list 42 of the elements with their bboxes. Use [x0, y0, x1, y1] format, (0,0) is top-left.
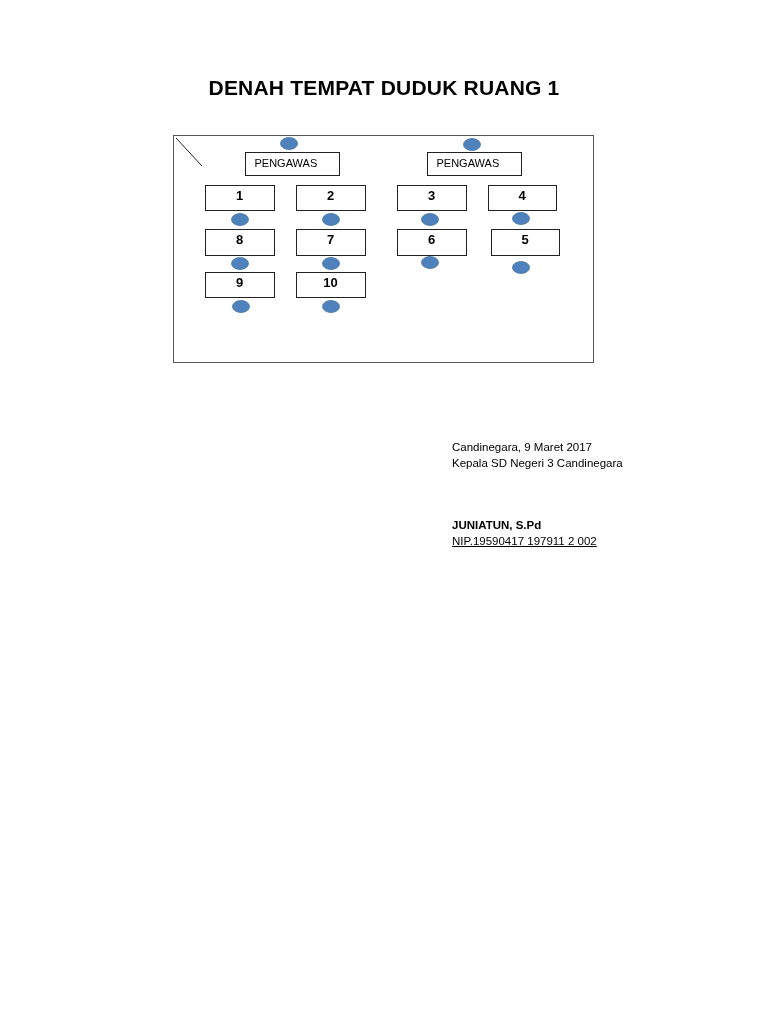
desk-box	[204, 271, 275, 298]
supervisor-desk	[244, 151, 340, 176]
desk-box	[295, 271, 366, 298]
chair-seat	[321, 256, 340, 270]
desk-box	[295, 228, 366, 256]
chair-seat	[511, 211, 530, 225]
id-number: NIP.19590417 197911 2 002	[452, 534, 597, 548]
signature-text: JUNIATUN, S.Pd	[452, 518, 542, 532]
desk-number: 7	[325, 230, 336, 248]
supervisor-desk	[426, 151, 522, 176]
desk-label: PENGAWAS	[253, 155, 319, 171]
signature-text: Kepala SD Negeri 3 Candinegara	[452, 456, 623, 470]
desk-number: 1	[234, 186, 245, 204]
chair-seat	[511, 260, 530, 274]
desk-number: 2	[325, 186, 336, 204]
chair-seat	[321, 212, 340, 226]
desk-number: 9	[234, 273, 245, 291]
desk-label: PENGAWAS	[435, 155, 501, 171]
desk-box	[204, 228, 275, 256]
desk-box	[487, 184, 557, 211]
desk-number: 5	[520, 230, 530, 248]
desk-box	[396, 228, 467, 256]
chair-seat	[230, 212, 249, 226]
chair-seat	[279, 136, 298, 150]
chair-seat	[462, 137, 481, 151]
chair-seat	[230, 256, 249, 270]
desk-number: 8	[234, 230, 245, 248]
signature-text: Candinegara, 9 Maret 2017	[452, 440, 592, 454]
desk-number: 4	[517, 186, 527, 204]
chair-seat	[321, 299, 340, 313]
desk-box	[295, 184, 366, 211]
desk-number: 10	[322, 273, 339, 291]
desk-box	[490, 228, 560, 256]
chair-seat	[420, 212, 439, 226]
desk-box	[204, 184, 275, 211]
chair-seat	[420, 255, 439, 269]
desk-box	[396, 184, 467, 211]
room-outline	[173, 135, 594, 363]
chair-seat	[231, 299, 250, 313]
desk-number: 3	[426, 186, 437, 204]
title: DENAH TEMPAT DUDUK RUANG 1	[207, 76, 561, 100]
desk-number: 6	[426, 230, 437, 248]
